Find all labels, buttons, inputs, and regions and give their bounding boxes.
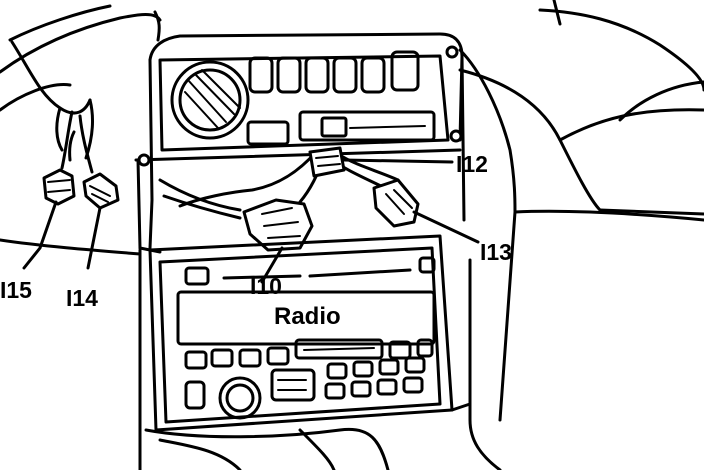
center-stack-housing [134,32,466,254]
label-i13: I13 [480,239,512,265]
connector-i12 [308,146,346,178]
climate-control-panel [158,50,450,152]
connector-i13 [372,178,420,228]
label-i12: I12 [456,151,488,177]
radio-label: Radio [274,303,341,330]
left-pillar [0,4,162,256]
label-i14: I14 [66,285,98,311]
harness-wires-left [60,110,94,174]
label-i10: I10 [250,273,282,299]
leader-lines-left [22,200,102,270]
connector-i14 [82,172,120,210]
connector-i15 [42,168,76,206]
lower-console [138,248,472,472]
label-i15: I15 [0,277,32,303]
radio-unit [148,234,454,432]
dashboard-right [153,0,704,472]
connector-i10 [242,198,314,252]
